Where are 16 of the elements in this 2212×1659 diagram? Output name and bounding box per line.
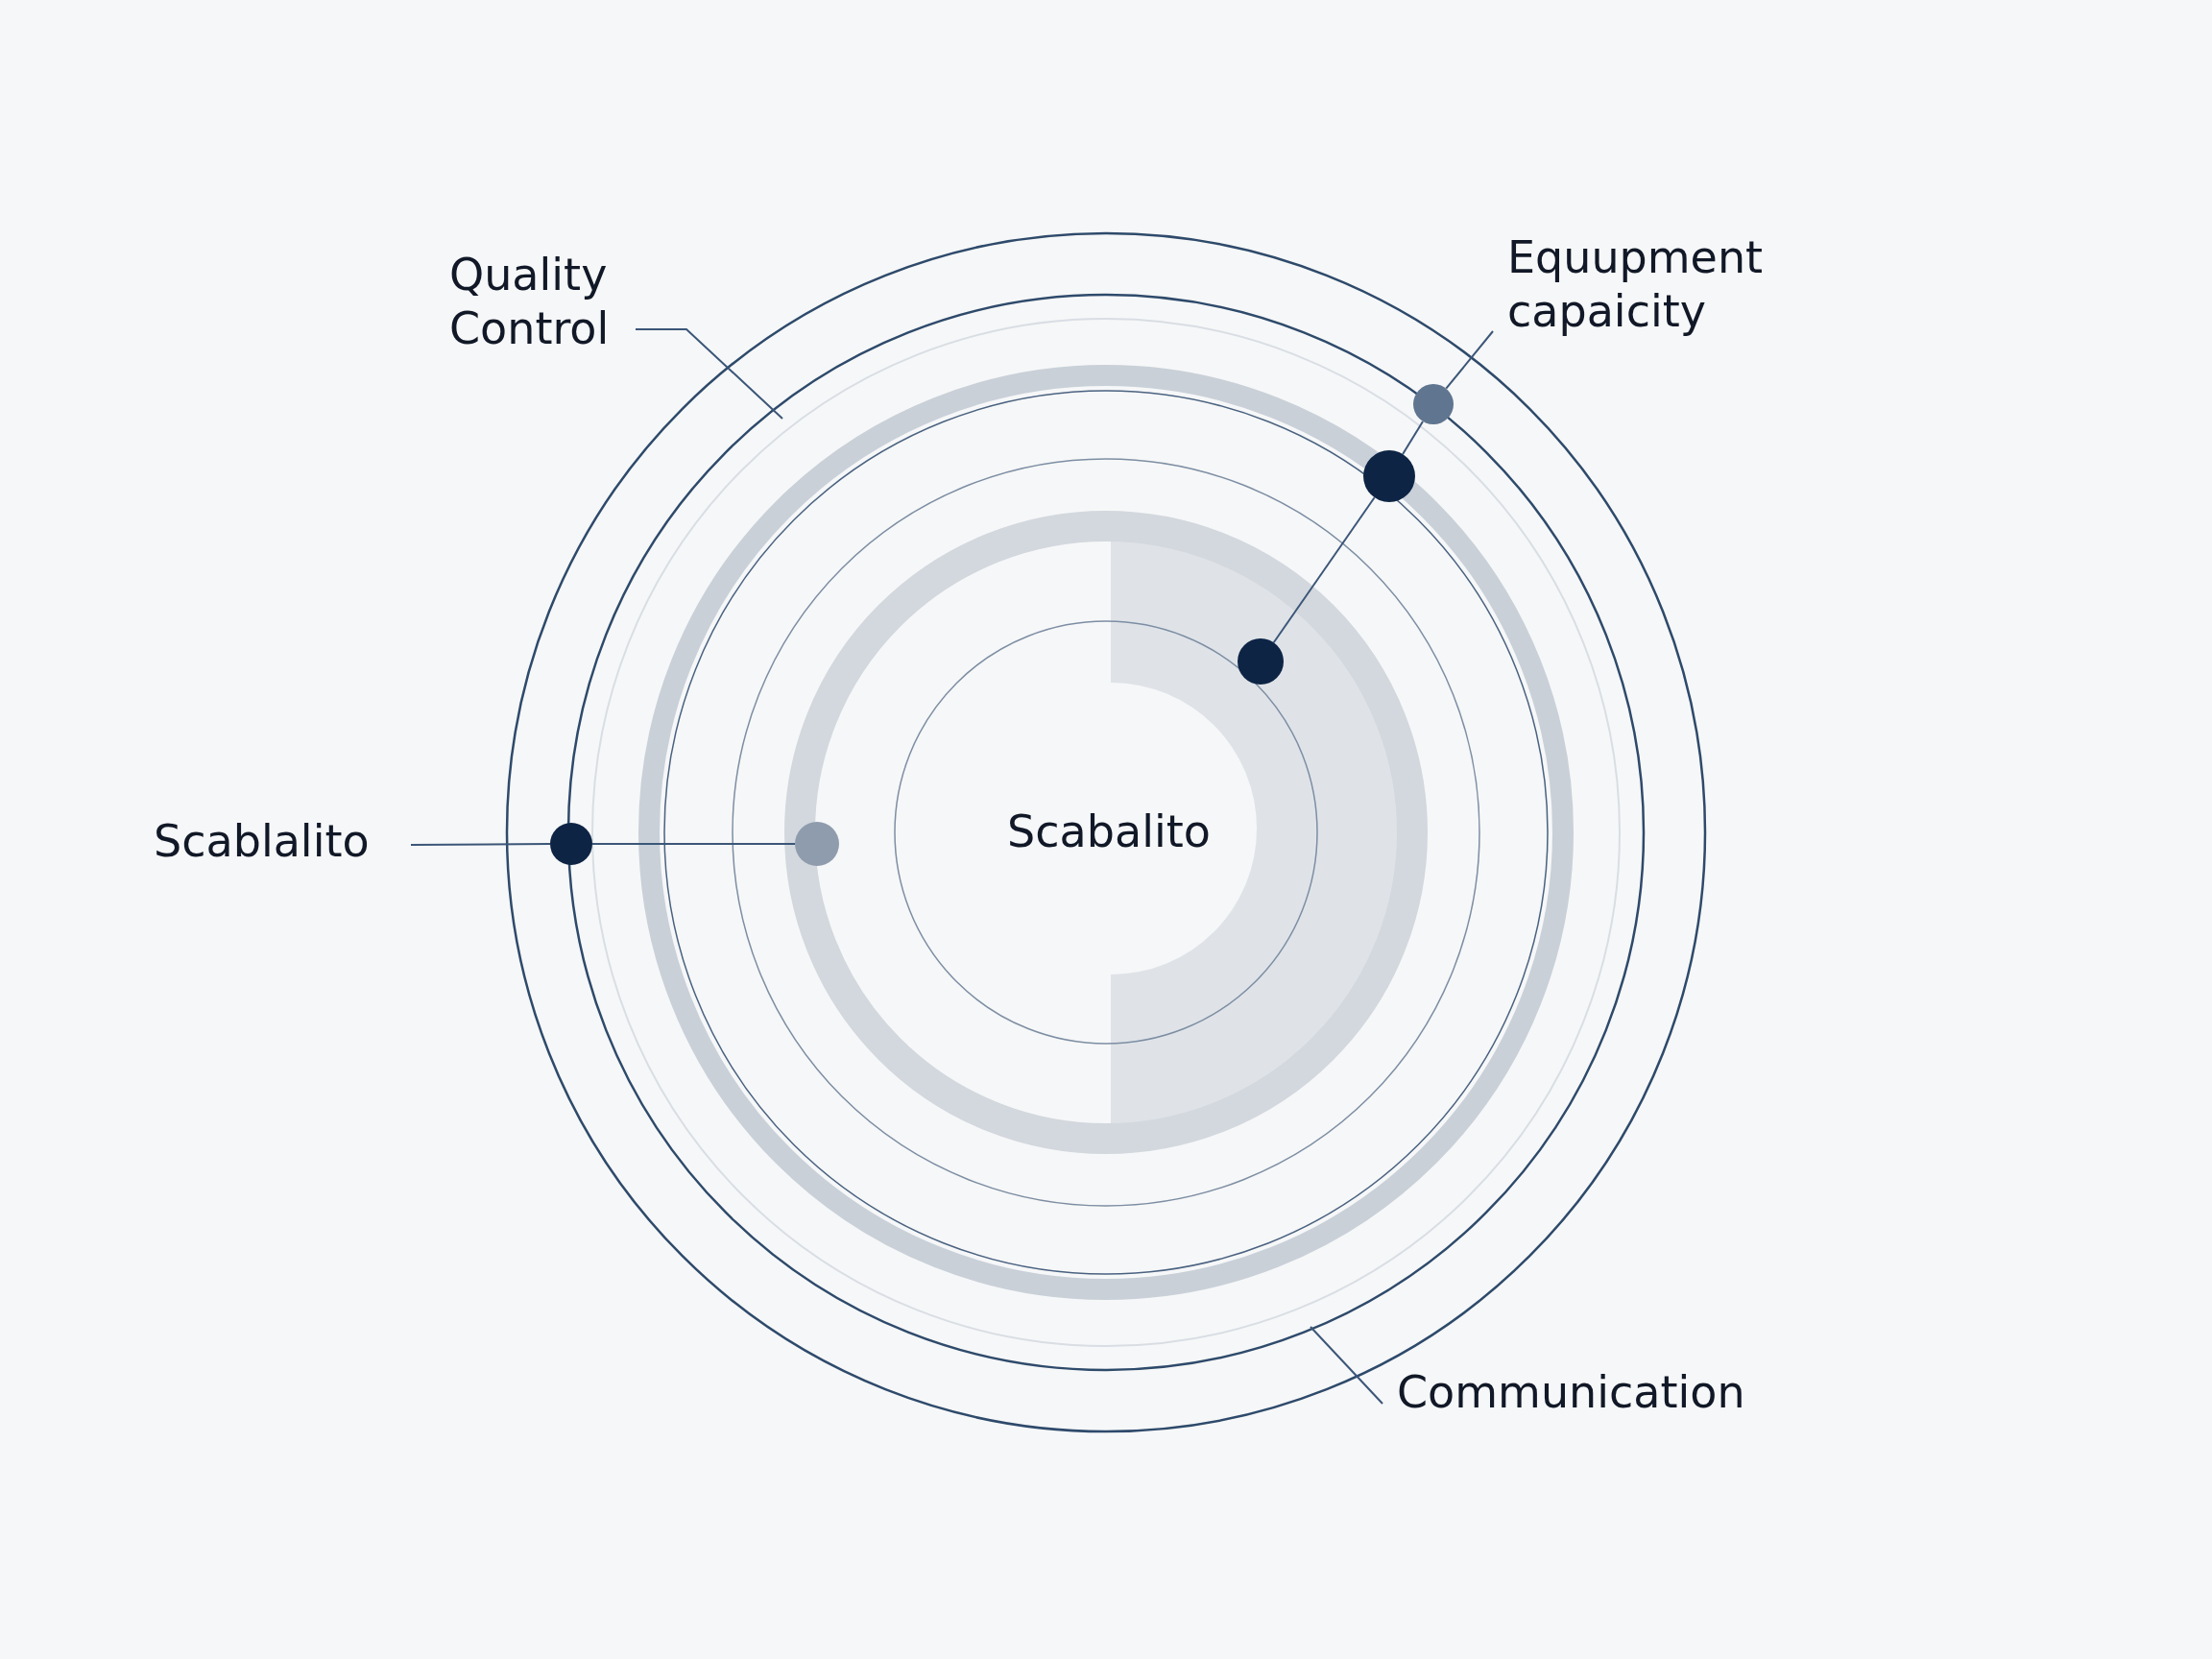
leader-line: [1272, 496, 1376, 644]
leader-line: [1310, 1326, 1383, 1405]
center-label: Scabalito: [979, 805, 1238, 858]
leader-line: [591, 843, 796, 845]
callout-label: Communication: [1397, 1365, 1781, 1419]
leader-line: [1445, 330, 1494, 390]
dot-marker: [550, 823, 592, 865]
leader-line: [1402, 420, 1424, 455]
dot-marker: [1413, 384, 1454, 424]
dot-marker: [795, 822, 839, 866]
callout-label: Quality Control: [449, 248, 632, 355]
leader-line: [635, 328, 783, 420]
leader-line: [410, 843, 551, 846]
callout-label: Equupment capaicity: [1507, 230, 1795, 338]
dot-marker: [1363, 450, 1415, 502]
callout-label: Scablalito: [154, 814, 413, 868]
